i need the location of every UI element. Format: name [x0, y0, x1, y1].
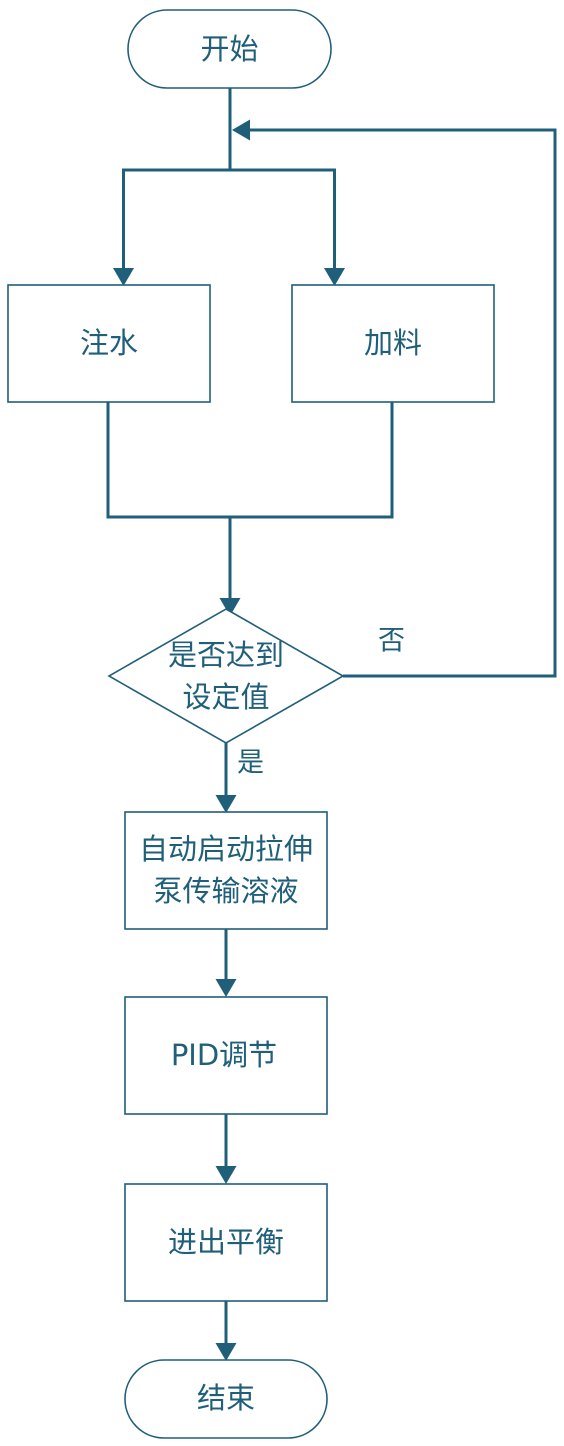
- node-water: [7, 284, 211, 403]
- arrowhead-loop-return: [232, 119, 250, 141]
- node-pump-line2: 泵传输溶液: [153, 874, 298, 908]
- node-water-label: 注水: [80, 326, 138, 360]
- node-balance: [124, 1183, 328, 1302]
- node-decision: [107, 608, 345, 744]
- node-pid-label: PID调节: [171, 1038, 277, 1072]
- arrowhead-to-feed: [324, 268, 345, 286]
- node-feed: [291, 284, 495, 403]
- arrowhead-to-water: [113, 268, 134, 286]
- edge-label-no: 否: [378, 626, 405, 657]
- node-start-label: 开始: [200, 32, 258, 66]
- arrowhead-to-balance: [215, 1166, 237, 1184]
- edge-feed-to-merge: [230, 402, 394, 519]
- node-pid: [124, 996, 328, 1115]
- node-end-label: 结束: [197, 1381, 255, 1415]
- node-start: [127, 9, 332, 89]
- node-end: [124, 1359, 328, 1439]
- edge-label-yes: 是: [237, 748, 264, 779]
- edge-no-loop: [250, 128, 557, 678]
- node-decision-line2: 设定值: [182, 680, 269, 714]
- arrowhead-to-decision: [219, 598, 241, 616]
- node-decision-line1: 是否达到: [168, 638, 284, 672]
- node-feed-label: 加料: [364, 326, 422, 360]
- node-pump: [124, 811, 328, 930]
- edge-water-to-merge: [106, 402, 230, 519]
- arrowhead-to-pid: [215, 979, 237, 997]
- arrowhead-to-pump: [215, 795, 237, 813]
- node-pump-line1: 自动启动拉伸: [139, 832, 313, 866]
- node-balance-label: 进出平衡: [168, 1225, 284, 1259]
- arrowhead-to-end: [215, 1343, 237, 1361]
